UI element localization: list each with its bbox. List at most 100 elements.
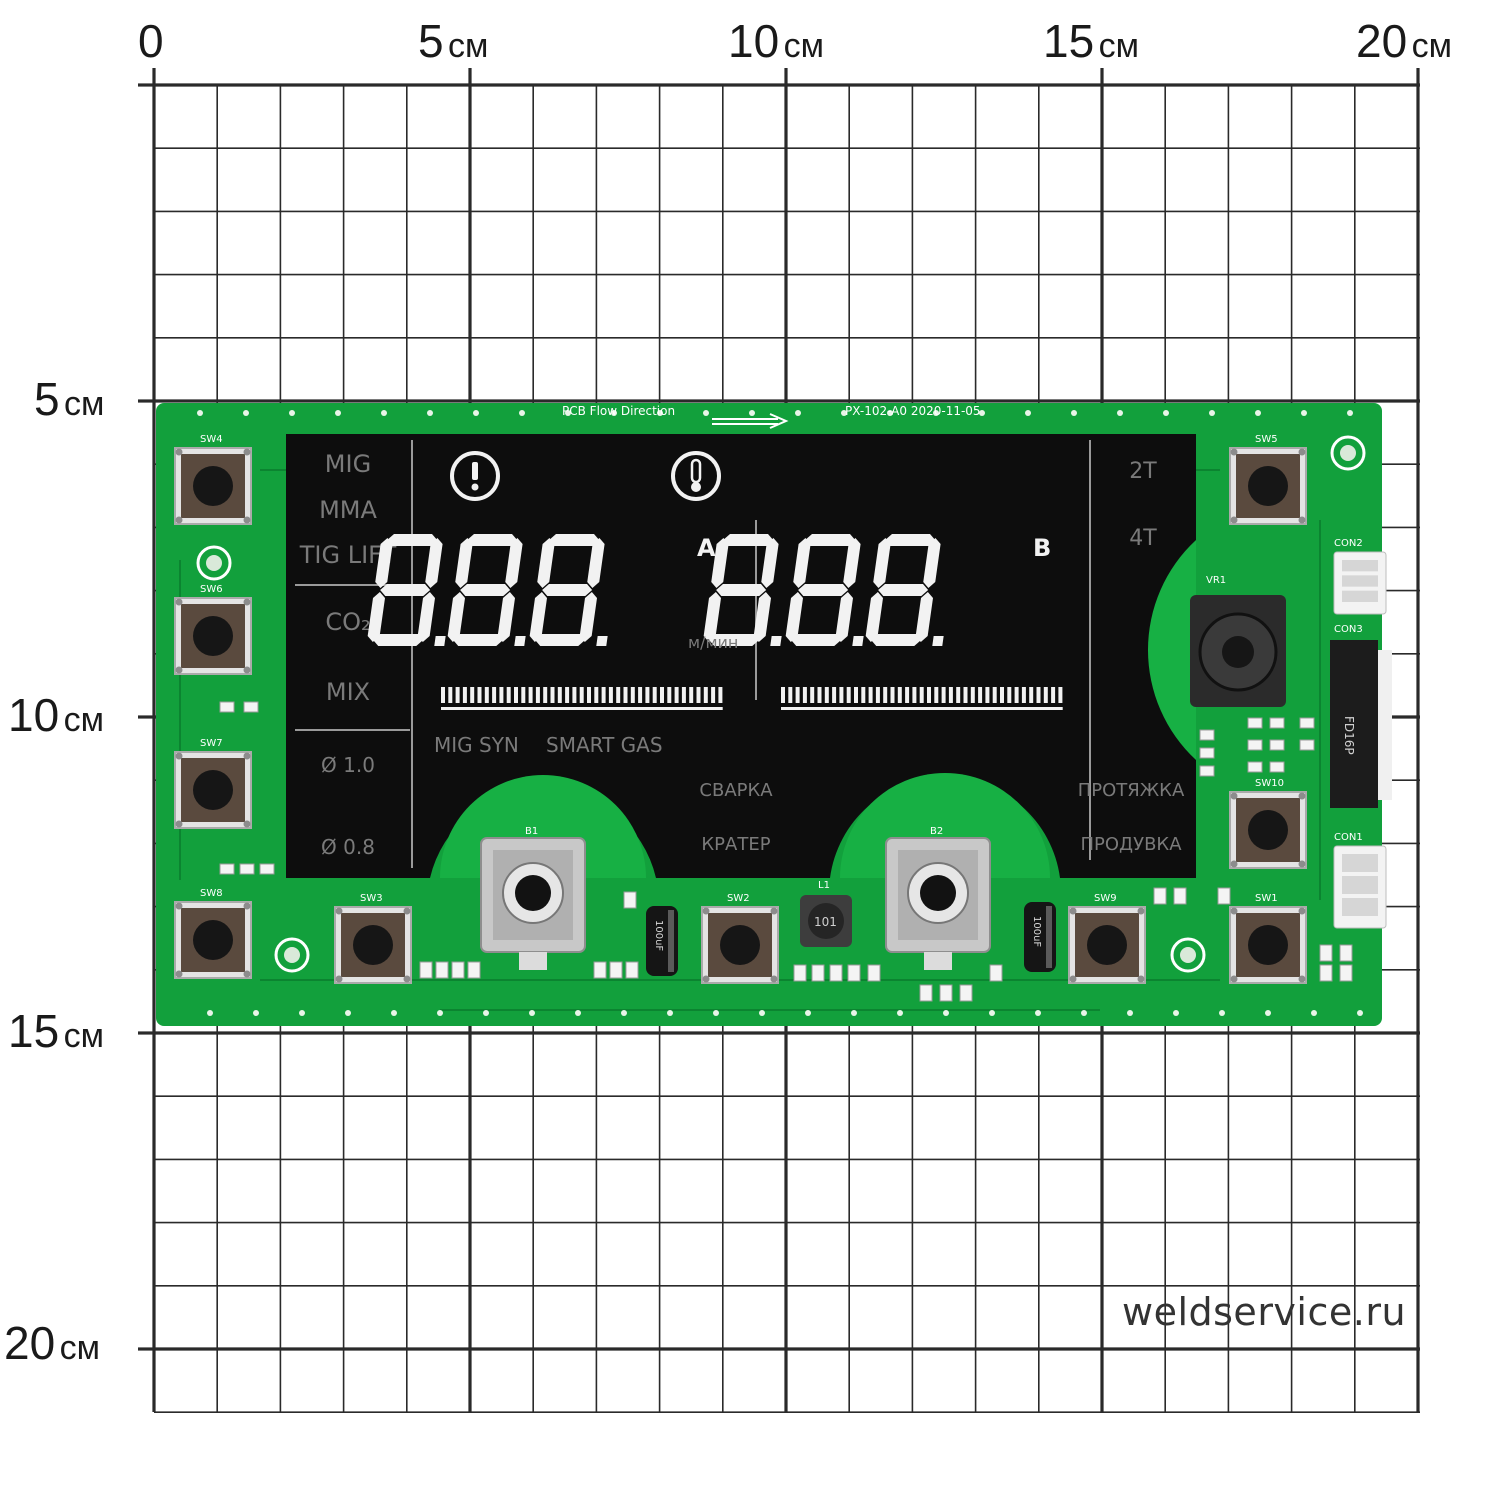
bar-tick [781, 687, 785, 703]
switch-pin [770, 907, 778, 915]
ruler-left-20: 20 см [4, 1317, 100, 1369]
via [897, 1010, 903, 1016]
bar-tick [543, 687, 548, 703]
segment [587, 538, 605, 588]
con3-pins [1378, 650, 1392, 800]
segment [923, 538, 941, 588]
switch-pin [175, 752, 183, 760]
decimal-point [434, 636, 446, 646]
lcd-left-digit-0 [367, 534, 446, 646]
via [979, 410, 985, 416]
segment [871, 634, 922, 646]
encoder-ref: B1 [525, 826, 538, 837]
switch-pin [1230, 860, 1238, 868]
switch-pin [1298, 448, 1306, 456]
segment [723, 534, 774, 546]
segment [709, 634, 760, 646]
bar-tick [557, 687, 562, 703]
bar-tick [934, 687, 939, 703]
segment [505, 538, 523, 588]
decimal-point [596, 636, 608, 646]
switch-cap [1248, 466, 1288, 506]
mount-hole [206, 555, 222, 571]
encoder-ref: B2 [930, 826, 943, 837]
lcd-right-digit-0 [703, 534, 782, 646]
switch-pin [243, 448, 251, 456]
via [1219, 1010, 1225, 1016]
switch-pin [1137, 907, 1145, 915]
smd-component [989, 964, 1003, 982]
lcd-phase-krater: КРАТЕР [701, 834, 770, 855]
switch-ref: SW1 [1255, 893, 1278, 904]
via [1265, 1010, 1271, 1016]
switch-pin [243, 516, 251, 524]
switch-pin [243, 598, 251, 606]
ruler-top-20: 20 см [1356, 15, 1452, 67]
capacitor-c1: 100uF [1024, 902, 1056, 972]
bar-tick [681, 687, 686, 703]
switch-pin [243, 902, 251, 910]
bar-tick [919, 687, 924, 703]
bar-tick [948, 687, 953, 703]
switch-pin [1230, 792, 1238, 800]
lcd-left-unit: A [697, 534, 716, 562]
segment [873, 538, 891, 588]
smd-component [959, 984, 973, 1002]
rotary-encoder-b2: B2 [885, 826, 991, 970]
smd-component [1217, 887, 1231, 905]
bar-tick [868, 687, 873, 703]
segment [753, 592, 772, 642]
via [1117, 410, 1123, 416]
switch-pin [1230, 907, 1238, 915]
segment [549, 534, 600, 546]
via [713, 1010, 719, 1016]
thermometer-icon [671, 451, 721, 501]
switch-ref: SW8 [200, 888, 223, 899]
segment [535, 634, 586, 646]
segment [843, 538, 861, 588]
via [1209, 410, 1215, 416]
lcd-phase-produvka: ПРОДУВКА [1080, 834, 1182, 855]
smd-component [1299, 717, 1315, 729]
via [381, 410, 387, 416]
via [795, 410, 801, 416]
lcd-gas-0: CO₂ [325, 608, 370, 636]
smd-component [625, 961, 639, 979]
via [805, 1010, 811, 1016]
mount-ring [274, 937, 310, 973]
tact-switch-sw1: SW1 [1229, 893, 1307, 984]
smd-component [1247, 739, 1263, 751]
switch-ref: SW9 [1094, 893, 1117, 904]
via [841, 410, 847, 416]
vr1-ref: VR1 [1206, 575, 1226, 586]
tact-switch-sw3: SW3 [334, 893, 412, 984]
bar-tick [499, 687, 504, 703]
thermo-bulb [691, 482, 701, 492]
segment [453, 634, 504, 646]
icon-ring [671, 451, 721, 501]
lcd-left-digit-1 [447, 534, 526, 646]
pcb-dome-right [1147, 540, 1196, 760]
lcd-right-digit-1 [785, 534, 864, 646]
connector-ref: CON2 [1334, 538, 1363, 549]
decimal-point [514, 636, 526, 646]
via [621, 1010, 627, 1016]
segment [380, 584, 431, 596]
potentiometer-vr1: VR1 [1190, 575, 1286, 707]
switch-pin [1298, 907, 1306, 915]
switch-pin [175, 516, 183, 524]
bar-tick [1021, 687, 1026, 703]
smd-component [623, 891, 637, 909]
segment [703, 592, 722, 642]
smd-component [219, 863, 235, 875]
smd-component [259, 863, 275, 875]
switch-pin [1230, 516, 1238, 524]
bar-tick [718, 687, 723, 703]
switch-ref: SW7 [200, 738, 223, 749]
capacitor-c2: 100uF [646, 906, 678, 976]
smd-component [239, 863, 255, 875]
tact-switch-sw8: SW8 [174, 888, 252, 979]
switch-pin [175, 666, 183, 674]
